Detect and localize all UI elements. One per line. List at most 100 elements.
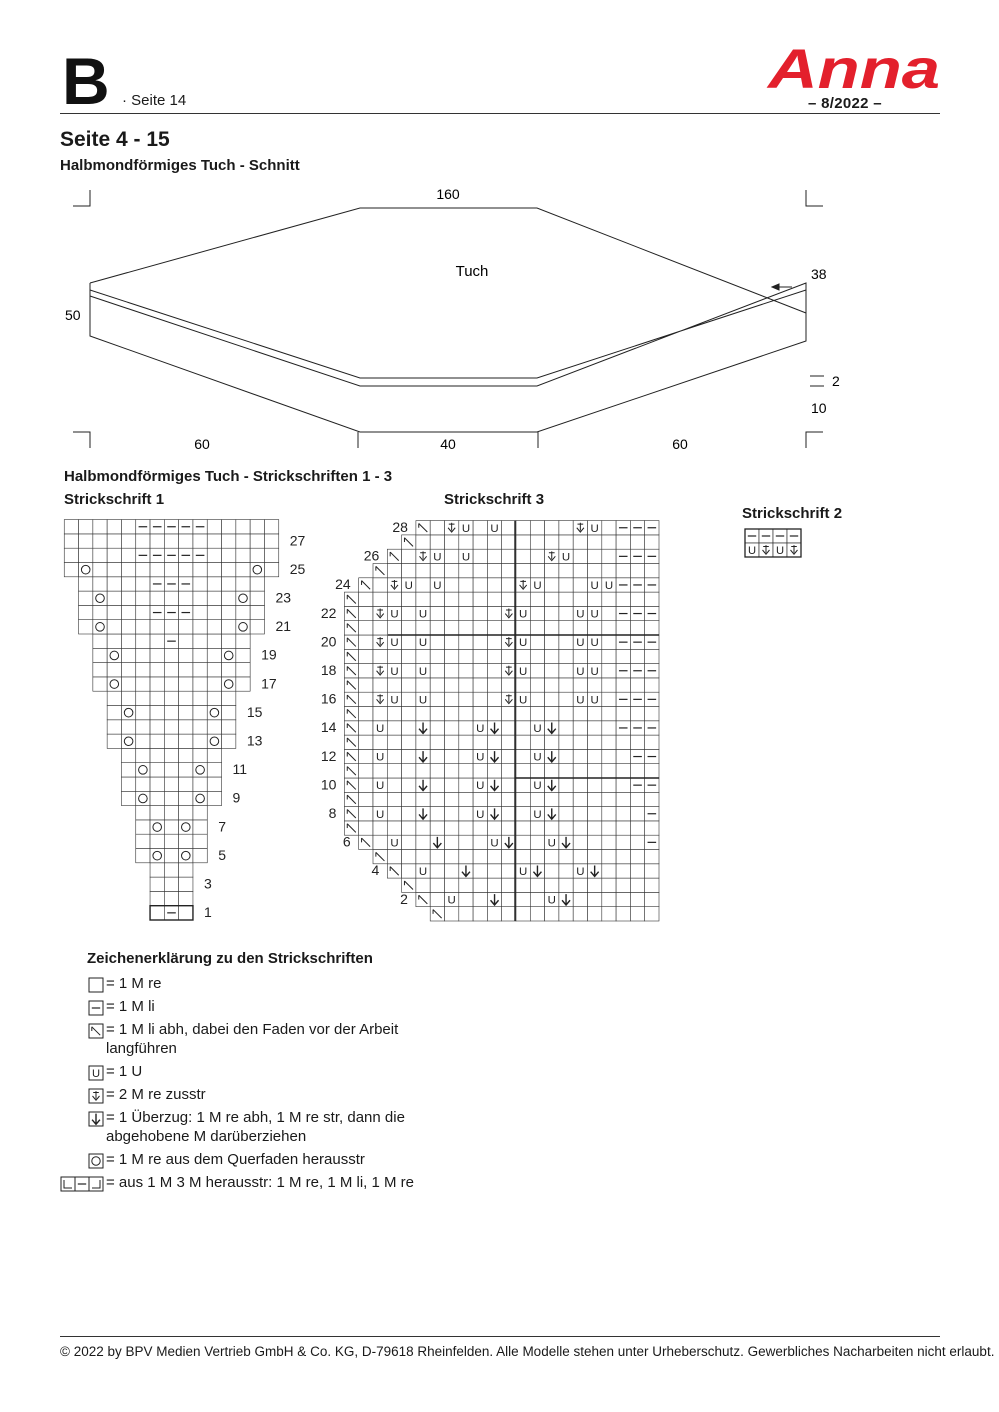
legend-item-text: = aus 1 M 3 M herausstr: 1 M re, 1 M li,…: [106, 1174, 415, 1191]
chart3-row-label: 26: [364, 548, 380, 564]
make-one-circle-icon: [88, 1153, 104, 1169]
svg-text:U: U: [476, 809, 484, 821]
dim-height-left: 50: [65, 307, 81, 323]
chart3-row-label: 28: [392, 519, 408, 535]
dim-height-right: 38: [811, 266, 827, 282]
svg-text:U: U: [419, 694, 427, 706]
anna-logo: Anna: [766, 38, 940, 98]
svg-text:U: U: [462, 523, 470, 535]
svg-text:U: U: [533, 809, 541, 821]
chart3-row-label: 6: [343, 834, 351, 850]
chart3-row-label: 22: [321, 605, 337, 621]
svg-text:U: U: [476, 752, 484, 764]
legend-item-text: = 1 M li abh, dabei den Faden vor der Ar…: [106, 1021, 399, 1057]
svg-text:U: U: [419, 637, 427, 649]
svg-text:U: U: [519, 866, 527, 878]
slip-stitch-icon: [88, 1023, 104, 1039]
chart1-row-label: 21: [275, 618, 291, 634]
page-reference: · Seite 14: [122, 92, 187, 109]
svg-text:U: U: [476, 780, 484, 792]
header-divider: [60, 113, 940, 114]
svg-text:U: U: [405, 580, 413, 592]
direction-arrow-icon: [770, 283, 792, 291]
chart1-row-label: 13: [247, 733, 263, 749]
chart1-row-label: 5: [218, 847, 226, 863]
page-title: Seite 4 - 15: [60, 128, 170, 151]
svg-text:U: U: [490, 523, 498, 535]
chart1-row-label: 25: [290, 561, 306, 577]
svg-text:U: U: [92, 1068, 100, 1080]
yarn-over-icon: U: [88, 1065, 104, 1081]
svg-text:U: U: [576, 637, 584, 649]
schematic-center-label: Tuch: [456, 263, 489, 280]
svg-text:U: U: [605, 580, 613, 592]
chart3-row-label: 24: [335, 576, 351, 592]
purl-dash-icon: [88, 1000, 104, 1016]
svg-text:U: U: [519, 694, 527, 706]
chart3-row-label: 20: [321, 633, 337, 649]
chart1-row-label: 1: [204, 904, 212, 920]
chart3-row-label: 2: [400, 891, 408, 907]
svg-text:U: U: [576, 666, 584, 678]
brand-logo-text: Anna: [766, 38, 940, 98]
chart1-row-label: 15: [247, 704, 263, 720]
svg-text:U: U: [376, 752, 384, 764]
svg-text:U: U: [419, 666, 427, 678]
svg-text:U: U: [462, 551, 470, 563]
svg-text:U: U: [776, 545, 784, 557]
chart1-row-label: 19: [261, 647, 277, 663]
svg-text:U: U: [591, 609, 599, 621]
legend-item-text: = 1 U: [106, 1063, 143, 1080]
schematic-body-edge: [89, 282, 807, 387]
svg-text:U: U: [548, 837, 556, 849]
svg-text:U: U: [591, 523, 599, 535]
dim-top-width: 160: [436, 186, 460, 202]
svg-text:U: U: [748, 545, 756, 557]
dim-border-small: 2: [832, 373, 840, 389]
chart1-row-label: 11: [233, 761, 248, 777]
svg-text:U: U: [390, 609, 398, 621]
svg-text:U: U: [519, 609, 527, 621]
chart1-title: Strickschrift 1: [64, 491, 165, 508]
svg-text:U: U: [533, 780, 541, 792]
chart1-row-label: 7: [218, 818, 226, 834]
svg-text:U: U: [390, 666, 398, 678]
shawl-schematic: 160 Tuch 50 38 2 10 60 40 60: [65, 186, 840, 452]
chart3-row-label: 14: [321, 719, 337, 735]
svg-text:U: U: [490, 837, 498, 849]
schematic-border-outline: [89, 290, 807, 433]
svg-text:U: U: [533, 752, 541, 764]
symbol-legend: Zeichenerklärung zu den Strickschriften …: [60, 950, 560, 1200]
legend-item-text: = 1 M li: [106, 998, 155, 1015]
schematic-title: Halbmondförmiges Tuch - Schnitt: [60, 157, 300, 174]
svg-text:U: U: [591, 666, 599, 678]
legend-item-text: = 1 Überzug: 1 M re abh, 1 M re str, dan…: [106, 1109, 405, 1145]
chart1-row-label: 17: [261, 675, 277, 691]
chart3-row-label: 4: [372, 862, 380, 878]
dim-bottom-right: 60: [672, 436, 688, 452]
svg-text:U: U: [533, 723, 541, 735]
svg-text:U: U: [433, 580, 441, 592]
svg-text:U: U: [390, 637, 398, 649]
svg-text:U: U: [376, 809, 384, 821]
svg-text:U: U: [548, 895, 556, 907]
svg-text:U: U: [390, 694, 398, 706]
footer-divider: [60, 1336, 940, 1337]
legend-item-text: = 1 M re aus dem Querfaden herausstr: [106, 1151, 365, 1168]
svg-text:U: U: [376, 780, 384, 792]
svg-text:U: U: [433, 551, 441, 563]
copyright-footer: © 2022 by BPV Medien Vertrieb GmbH & Co.…: [60, 1344, 995, 1359]
chart1-row-label: 23: [275, 590, 291, 606]
chart3-row-label: 18: [321, 662, 337, 678]
chart1-row-label: 9: [233, 790, 241, 806]
chart3-row-label: 12: [321, 748, 337, 764]
svg-text:U: U: [591, 637, 599, 649]
svg-text:U: U: [448, 895, 456, 907]
charts-heading: Halbmondförmiges Tuch - Strickschriften …: [64, 468, 393, 485]
svg-text:U: U: [419, 866, 427, 878]
knit-square-icon: [88, 977, 104, 993]
